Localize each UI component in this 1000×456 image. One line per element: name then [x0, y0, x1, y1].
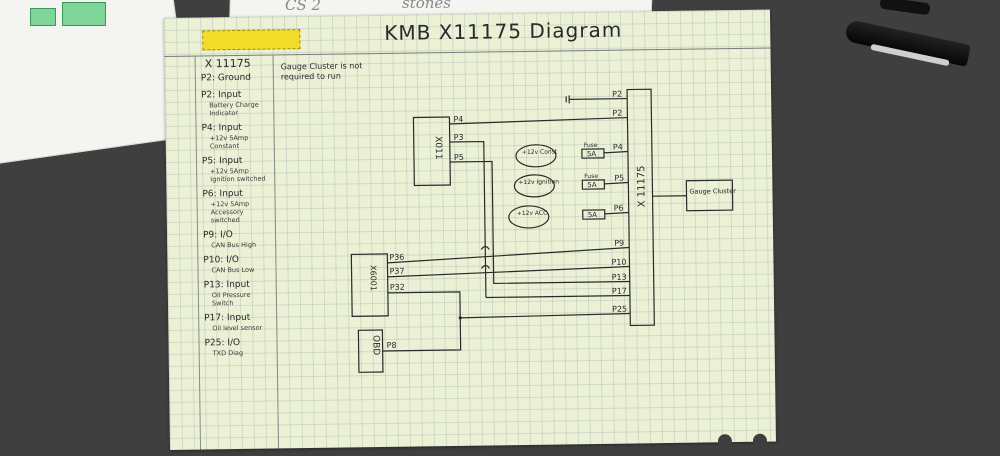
wire-p32-p25	[388, 290, 630, 319]
grid-paper-sheet: KMB X11175 Diagram X 11175 P2: Ground P2…	[164, 10, 776, 450]
wire-p4-p2	[449, 118, 627, 124]
x011-box	[413, 117, 450, 185]
fuse-rating: 5A	[588, 211, 598, 219]
fuse-wire	[604, 152, 628, 153]
wire-x011-p3	[485, 240, 486, 298]
pin-label: P32	[390, 283, 405, 292]
fuse-label: Fuse	[584, 142, 598, 149]
pin-label: P3	[454, 133, 464, 142]
source-label: +12v Const	[522, 149, 558, 157]
gauge-cluster-label: Gauge Cluster	[689, 187, 736, 196]
background-scribble: CS 2	[285, 0, 321, 14]
connector-pin-label: P10	[611, 258, 626, 267]
fuse-wire	[605, 213, 629, 214]
background-sticker	[30, 8, 56, 26]
connector-pin-label: P5	[614, 174, 624, 183]
connector-pin-label: P4	[613, 143, 623, 152]
connector-pin-label: P17	[612, 287, 627, 296]
pen	[844, 19, 971, 67]
source-label: +12v Ignition	[518, 178, 559, 186]
obd-label: OBD	[370, 335, 380, 355]
binder-hole	[753, 434, 767, 448]
source-label: +12v ACC	[517, 210, 548, 217]
background-sticker	[62, 2, 106, 26]
connector-pin-label: P2	[612, 109, 622, 118]
pin-label: P5	[454, 153, 464, 162]
background-scribble: stones	[402, 0, 451, 12]
pin-label: P8	[387, 341, 397, 350]
fuse-rating: 5A	[587, 150, 597, 158]
x011-label: X011	[433, 136, 443, 159]
connector-pin-label: P6	[614, 204, 624, 213]
pin-label: P37	[389, 267, 404, 276]
pin-label: P36	[389, 253, 404, 262]
wire-p37-p10	[388, 267, 630, 277]
connector-pin-label: P25	[612, 305, 627, 314]
junction-dot	[459, 316, 462, 319]
fuse-label: Fuse	[584, 173, 598, 180]
pin-label: P4	[453, 115, 463, 124]
wiring-diagram: X 11175 X011 X6001 OBD Gauge Cluster P4 …	[164, 10, 776, 450]
x11175-label: X 11175	[636, 165, 648, 207]
connector-pin-label: P13	[612, 273, 627, 282]
binder-hole	[718, 434, 732, 448]
wire-p13	[486, 296, 630, 298]
connector-pin-label: P2	[612, 90, 622, 99]
pen-cap	[879, 0, 930, 15]
connector-pin-label: P9	[614, 239, 624, 248]
x6001-label: X6001	[368, 265, 377, 291]
fuse-rating: 5A	[587, 181, 597, 189]
fuse-wire	[604, 183, 628, 184]
wire-p36-p9	[387, 248, 629, 263]
